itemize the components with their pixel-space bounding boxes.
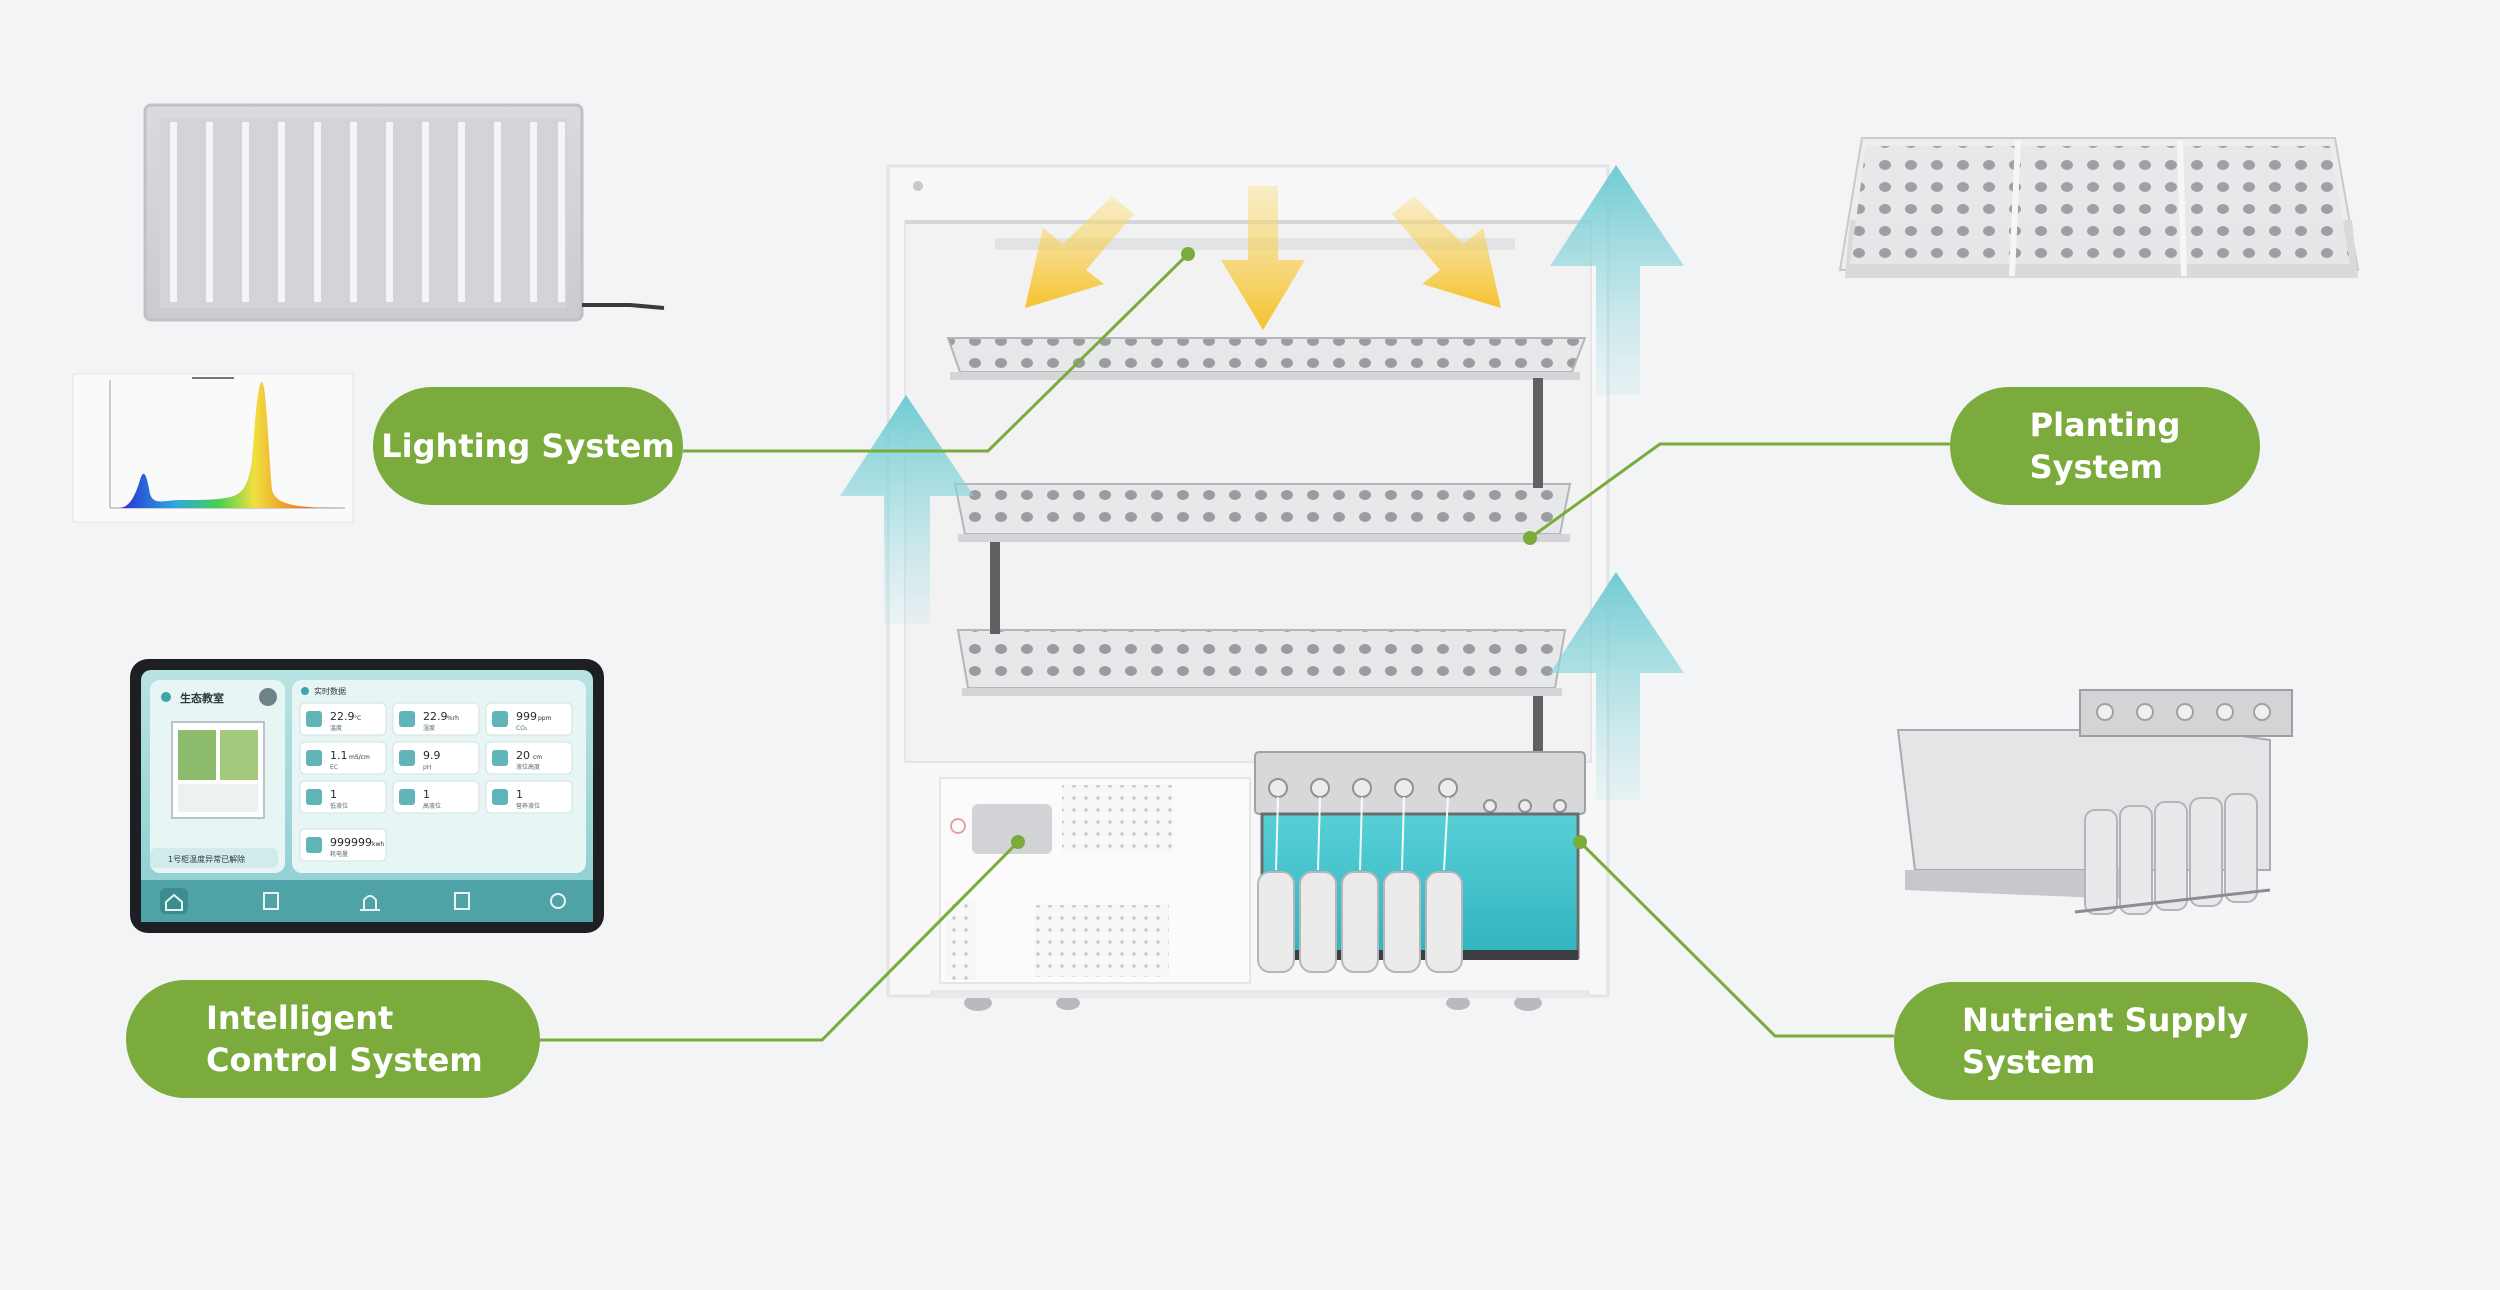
intelligent-control-system-label: Intelligent Control System: [126, 980, 540, 1098]
leader-dot: [1011, 835, 1025, 849]
metric-name: 耗电量: [330, 850, 348, 858]
control-system-text: Intelligent Control System: [126, 997, 483, 1081]
grid-icon: [263, 892, 279, 910]
metric-name: 湿度: [423, 724, 435, 732]
metric-value: 999: [516, 710, 537, 723]
tablet-notice: 1号柜温度异常已解除: [168, 854, 245, 864]
leader-line-lighting: [683, 252, 1190, 453]
leader-dot: [1181, 247, 1195, 261]
metric-unit: ppm: [538, 715, 552, 722]
metric-unit: mS/cm: [349, 754, 370, 761]
planting-line-2: System: [2029, 448, 2163, 486]
planting-tray-image: [1838, 137, 2360, 278]
metric-name: pH: [423, 764, 431, 771]
metric-name: EC: [330, 764, 338, 771]
control-line-2: Control System: [206, 1041, 483, 1079]
metric-value: 999999: [330, 836, 372, 849]
nutrient-supply-system-label: Nutrient Supply System: [1894, 982, 2308, 1100]
airflow-arrow-icon: [1550, 572, 1684, 800]
alarm-icon: [360, 895, 380, 911]
gear-icon: [550, 893, 566, 909]
metric-name: 液位高度: [516, 763, 540, 771]
light-arrows: [1025, 186, 1501, 330]
leader-lines: [540, 252, 1950, 1042]
light-arrow-icon: [1025, 196, 1134, 308]
nutrient-line-2: System: [1962, 1043, 2096, 1081]
lighting-system-label: Lighting System: [373, 387, 683, 505]
leader-dot: [1523, 531, 1537, 545]
home-icon: [165, 893, 183, 911]
metric-name: CO₂: [516, 725, 528, 732]
metric-value: 20: [516, 749, 530, 762]
light-arrow-icon: [1392, 196, 1501, 308]
metric-unit: %rh: [447, 715, 459, 722]
metric-value: 1: [516, 788, 523, 801]
metric-value: 1.1: [330, 749, 348, 762]
metric-value: 9.9: [423, 749, 441, 762]
leader-line-nutrient: [1578, 840, 1894, 1038]
planting-line-1: Planting: [2029, 406, 2181, 444]
leader-line-planting: [1529, 442, 1950, 540]
light-spectrum-graph: [72, 373, 354, 523]
nutrient-line-1: Nutrient Supply: [1962, 1001, 2248, 1039]
leader-line-control: [540, 840, 1020, 1042]
planting-system-text: Planting System: [2030, 404, 2181, 488]
control-tablet: [130, 659, 604, 933]
metric-unit: kwh: [372, 841, 384, 848]
metric-value: 1: [330, 788, 337, 801]
tablet-texts: 生态教室 实时数据 1号柜温度异常已解除 22.9 °C 温度 22.9 %rh…: [161, 686, 552, 864]
leader-dot: [1573, 835, 1587, 849]
metric-value: 22.9: [330, 710, 355, 723]
metric-value: 1: [423, 788, 430, 801]
report-icon: [454, 892, 470, 910]
metric-unit: °C: [354, 715, 361, 722]
metric-name: 温度: [330, 724, 342, 732]
metric-name: 营养液位: [516, 802, 540, 810]
metric-name: 高液位: [423, 802, 441, 810]
tablet-nav: [165, 892, 566, 911]
metric-name: 低液位: [330, 802, 348, 810]
airflow-arrow-icon: [1550, 165, 1684, 395]
light-arrow-icon: [1221, 186, 1305, 330]
metric-unit: cm: [533, 754, 542, 761]
metric-value: 22.9: [423, 710, 448, 723]
nutrient-module-image: [1896, 689, 2293, 915]
lighting-system-text: Lighting System: [381, 427, 675, 465]
tablet-app-title: 生态教室: [180, 691, 224, 705]
led-panel-image: [143, 103, 665, 322]
control-line-1: Intelligent: [206, 999, 394, 1037]
tablet-realtime-title: 实时数据: [314, 686, 346, 696]
nutrient-system-text: Nutrient Supply System: [1894, 999, 2248, 1083]
planting-system-label: Planting System: [1950, 387, 2260, 505]
